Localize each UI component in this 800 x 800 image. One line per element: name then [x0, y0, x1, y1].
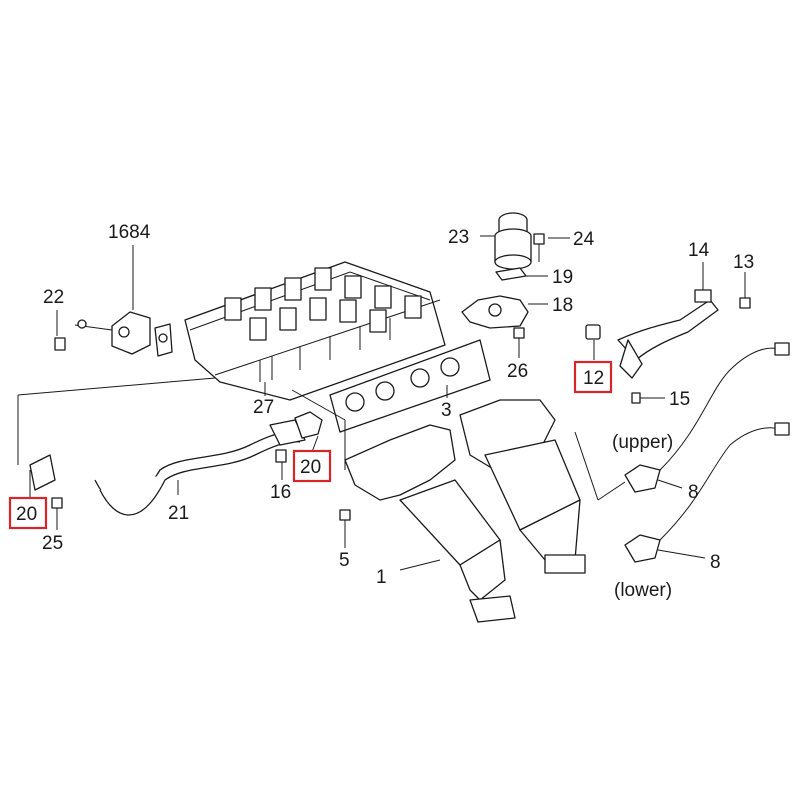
label-upper: (upper): [612, 432, 673, 453]
bolt-16: [275, 449, 287, 463]
callout-1: 1: [376, 567, 387, 588]
catalytic-converter: [459, 399, 586, 574]
bolt-22: [54, 319, 113, 351]
highlight-boxes: [8, 360, 613, 530]
oxygen-sensor-upper: [624, 342, 790, 493]
callout-3: 3: [441, 400, 452, 421]
camshaft-bearing-caps: [224, 267, 422, 341]
callout-20-right: 20: [300, 457, 321, 478]
egr-valve-23: [494, 212, 532, 270]
callout-18: 18: [552, 295, 573, 316]
bolt-15: [631, 392, 641, 404]
bolt-26: [513, 327, 525, 339]
callout-14: 14: [688, 240, 710, 261]
exhaust-manifold-1: [344, 424, 516, 623]
highlight-box-20-right: [292, 449, 332, 483]
callout-25: 25: [42, 533, 63, 554]
callout-labels: 1684 22 23 24 19 18 14 13 12 15 26 27 3 …: [16, 222, 754, 601]
callout-19: 19: [552, 267, 573, 288]
callout-26: 26: [507, 361, 528, 382]
leader-lines: [17, 235, 746, 571]
callout-24: 24: [573, 229, 595, 250]
gasket-12: [585, 324, 601, 340]
callout-12: 12: [583, 368, 604, 389]
oxygen-sensor-lower: [624, 422, 790, 563]
gasket-19: [495, 267, 527, 281]
gasket-20-right: [294, 411, 323, 439]
bolt-25: [51, 497, 63, 509]
callout-8-lower: 8: [710, 552, 721, 573]
bolt-13: [739, 297, 751, 309]
callout-5: 5: [339, 550, 350, 571]
highlight-box-20-left: [8, 496, 48, 530]
egr-tube-21: [29, 419, 306, 516]
callout-16: 16: [270, 482, 291, 503]
cylinder-head: [184, 261, 446, 401]
manifold-gasket-3: [329, 339, 491, 433]
callout-22: 22: [43, 287, 64, 308]
callout-15: 15: [669, 389, 690, 410]
callout-1684: 1684: [108, 222, 151, 243]
callout-21: 21: [168, 503, 189, 524]
mounting-bracket-1684: [111, 311, 173, 357]
callout-20-left: 20: [16, 504, 37, 525]
nut-5: [339, 509, 351, 521]
head-studs: [259, 318, 391, 382]
label-lower: (lower): [614, 580, 672, 601]
egr-adapter-18: [461, 295, 529, 329]
callout-27: 27: [253, 397, 274, 418]
callout-23: 23: [448, 227, 469, 248]
bolt-24: [533, 233, 545, 262]
callout-13: 13: [733, 252, 754, 273]
callout-8-upper: 8: [688, 482, 699, 503]
egr-pipe-14: [617, 289, 719, 379]
highlight-box-12: [573, 360, 613, 394]
